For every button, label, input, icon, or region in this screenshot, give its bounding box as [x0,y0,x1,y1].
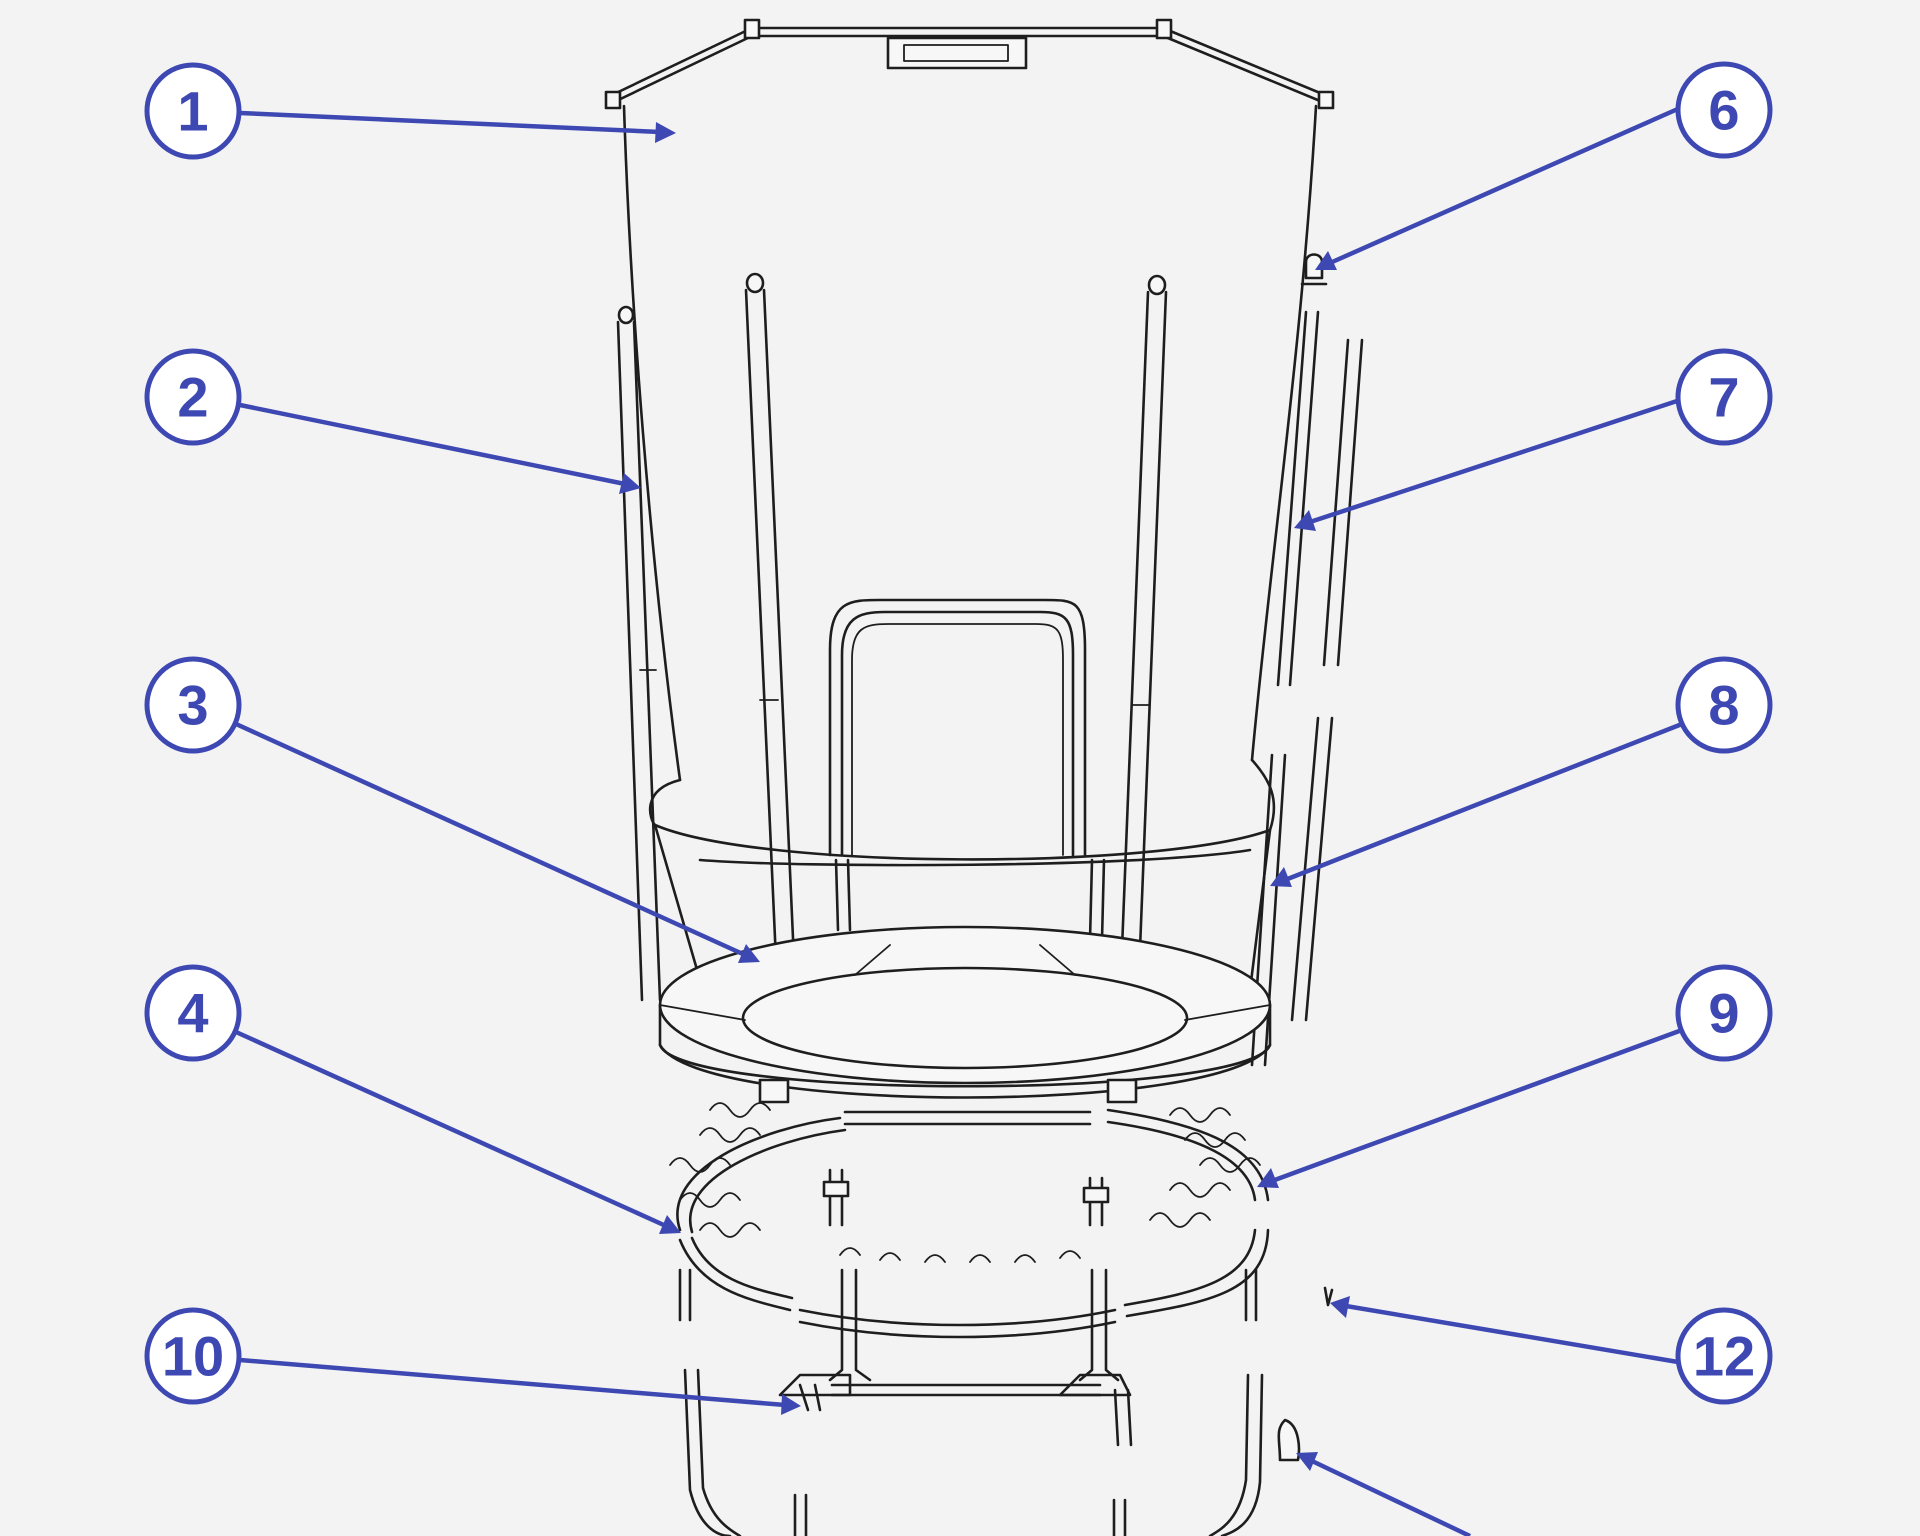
enclosure-poles [616,272,1168,1052]
callout-6-leader [1329,105,1681,266]
callout-3-arrowhead [738,944,760,963]
callout-2-label: 2 [177,366,208,429]
callout-4-badge [144,964,242,1062]
callout-8-badge [1675,656,1773,754]
callout-1-badge [144,62,242,160]
callouts: 1 2 3 4 10 [144,61,1773,1536]
callout-9-label: 9 [1708,982,1739,1045]
callout-offscreen-leader [1296,1452,1471,1536]
frame-ring [676,1108,1270,1339]
callout-6-label: 6 [1708,79,1739,142]
callout-9-arrowhead [1257,1168,1279,1188]
callout-1: 1 [144,62,676,160]
offscreen-arrowhead [1296,1452,1318,1471]
callout-1-arrowhead [655,122,676,143]
callout-9: 9 [1257,964,1773,1188]
callout-12-arrowhead [1330,1296,1350,1318]
callout-3: 3 [144,656,760,963]
callout-1-leader [239,110,661,135]
callout-3-badge [144,656,242,754]
callout-10-label: 10 [162,1325,224,1388]
callout-9-leader [1271,1027,1683,1184]
callout-10: 10 [144,1307,801,1415]
callout-6: 6 [1315,61,1773,270]
callout-7-arrowhead [1294,510,1316,531]
callout-12-badge [1675,1307,1773,1405]
callout-4-leader [235,1029,667,1229]
callout-8-arrowhead [1270,867,1292,887]
callout-7-label: 7 [1708,366,1739,429]
callout-6-arrowhead [1315,251,1337,270]
callout-3-leader [235,721,746,958]
callout-4: 4 [144,964,681,1234]
callout-6-badge [1675,61,1773,159]
callout-12: 12 [1330,1296,1773,1405]
callout-10-arrowhead [781,1394,801,1415]
callout-4-arrowhead [659,1215,681,1234]
callout-2: 2 [144,348,641,494]
callout-1-label: 1 [177,80,208,143]
callout-8-leader [1284,721,1683,883]
loose-pole-pieces [1250,253,1364,1067]
callout-10-leader [239,1357,786,1408]
springs [669,1102,1261,1263]
callout-8-label: 8 [1708,674,1739,737]
callout-8: 8 [1270,656,1773,887]
callout-12-label: 12 [1693,1325,1755,1388]
callout-12-leader [1345,1303,1679,1365]
callout-9-badge [1675,964,1773,1062]
legs-and-connectors [678,1168,1334,1536]
callout-4-label: 4 [177,982,208,1045]
callout-2-leader [239,402,626,487]
callout-10-badge [144,1307,242,1405]
enclosure-net [604,18,1335,992]
frame-pad-and-mat [658,925,1272,1104]
callout-2-arrowhead [619,473,641,494]
offscreen-leader [1311,1458,1471,1536]
callout-7-leader [1309,397,1681,525]
callout-7-badge [1675,348,1773,446]
callout-2-badge [144,348,242,446]
callout-3-label: 3 [177,674,208,737]
callout-7: 7 [1294,348,1773,531]
